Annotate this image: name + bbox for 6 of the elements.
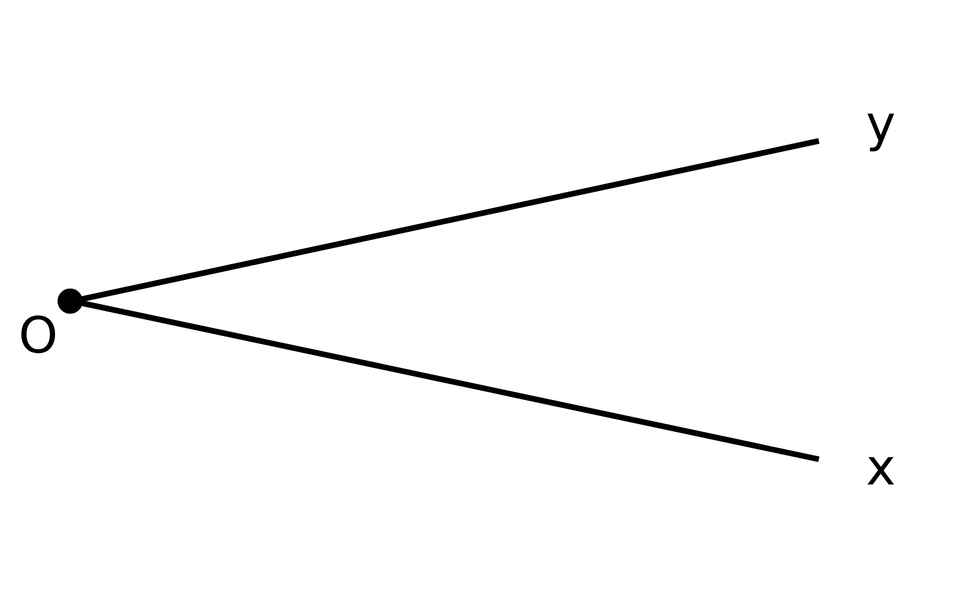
node-circle [58,288,83,314]
connector [80,138,820,302]
node-text: y [866,94,896,153]
connector [80,300,820,462]
node-text: x [866,438,896,497]
node-label: O [18,306,58,365]
